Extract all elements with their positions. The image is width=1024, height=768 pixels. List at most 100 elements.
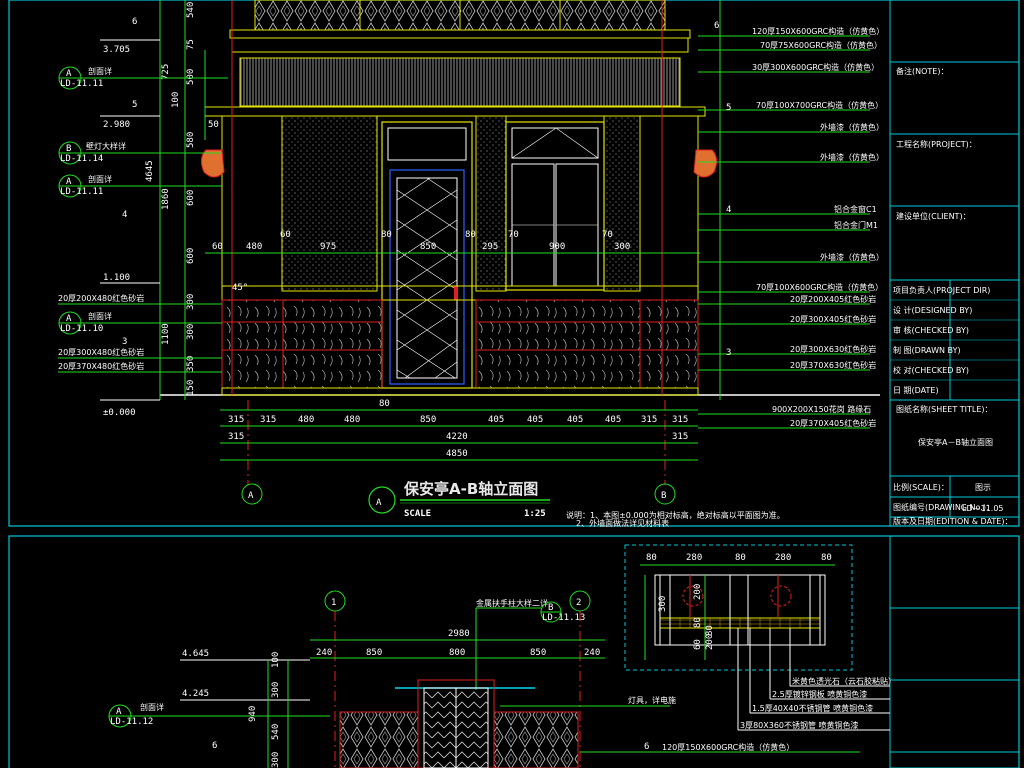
level-num-right: 6 bbox=[644, 742, 649, 752]
upper-labels-right: 120厚150X600GRC构造（仿黄色） 70厚75X600GRC构造（仿黄色… bbox=[698, 0, 884, 429]
note-line-1: 说明：1、本图±0.000为相对标高，绝对标高以平面图为准。 bbox=[566, 510, 785, 520]
vdim: 350 bbox=[186, 356, 196, 372]
level-num: 5 bbox=[132, 100, 137, 110]
wall-panel-mid bbox=[475, 115, 507, 292]
callout-sym: A bbox=[66, 69, 72, 79]
vdim: 150 bbox=[186, 380, 196, 396]
level-value: 4.645 bbox=[182, 649, 209, 659]
door-frame bbox=[381, 121, 473, 389]
label-right: 铝合金门M1 bbox=[834, 220, 878, 230]
level-value: 1.100 bbox=[103, 273, 130, 283]
label-right: 30厚300X600GRC构造（仿黄色） bbox=[752, 62, 879, 72]
vdim: 75 bbox=[186, 39, 196, 50]
level-num: 3 bbox=[122, 337, 127, 347]
label-right: 20厚370X630红色砂岩 bbox=[790, 360, 876, 370]
upper-callouts-left: A LD-11.11 剖面详 B LD-11.14 壁灯大样详 A LD-11.… bbox=[58, 66, 228, 373]
label-right: 70厚75X600GRC构造（仿黄色） bbox=[760, 40, 882, 50]
level-num: 6 bbox=[212, 741, 217, 751]
detail-label: 3厚80X360不锈钢管 喷黄铜色漆 bbox=[740, 720, 859, 730]
hdim: 900 bbox=[549, 242, 565, 252]
client-label: 建设单位(CLIENT)： bbox=[896, 211, 971, 221]
scale-label: 比例(SCALE)： bbox=[893, 482, 949, 492]
upper-levels-left: 3.705 2.980 1.100 ±0.000 6 5 4 3 bbox=[100, 17, 160, 418]
upper-horizontal-dims-bottom: 80 315 315 480 480 850 405 405 405 405 3… bbox=[220, 399, 698, 461]
vdim: 940 bbox=[248, 706, 258, 722]
grid-bubble-1: 1 bbox=[331, 598, 336, 608]
railing-right bbox=[493, 711, 579, 768]
vdim: 50 bbox=[208, 120, 219, 130]
fascia-grc bbox=[239, 57, 681, 107]
window-c1 bbox=[505, 121, 605, 291]
hdim: 315 bbox=[228, 432, 244, 442]
hdim: 70 bbox=[508, 230, 519, 240]
vdim: 300 bbox=[271, 752, 281, 768]
hdim: 80 bbox=[379, 399, 390, 409]
detail-vdim: 300 bbox=[658, 596, 668, 612]
detail-vdim: 200 bbox=[693, 584, 703, 600]
hdim: 315 bbox=[672, 415, 688, 425]
sheet-title: 保安亭A－B轴立面图 bbox=[918, 437, 993, 447]
detail-dim: 280 bbox=[775, 553, 791, 563]
wall-panel-left bbox=[281, 115, 378, 292]
hdim: 405 bbox=[605, 415, 621, 425]
callout-text: 剖面详 bbox=[88, 311, 112, 321]
hdim: 80 bbox=[381, 230, 392, 240]
vdim: 300 bbox=[186, 324, 196, 340]
wall-lamp-right bbox=[693, 149, 718, 178]
hdim: 850 bbox=[530, 648, 546, 658]
grid-bubble-2: 2 bbox=[576, 598, 581, 608]
angle-mark: 45° bbox=[232, 283, 248, 293]
vdim: 100 bbox=[271, 652, 281, 668]
label-right: 120厚150X600GRC构造（仿黄色） bbox=[752, 26, 884, 36]
upper-title-area: A B A 保安亭A-B轴立面图 SCALE 1:25 说明：1、本图±0.00… bbox=[241, 480, 785, 528]
hdim: 405 bbox=[527, 415, 543, 425]
level-num-right: 5 bbox=[726, 103, 731, 113]
label-right: 20厚300X405红色砂岩 bbox=[790, 314, 876, 324]
vdim: 540 bbox=[271, 724, 281, 740]
vdim: 725 bbox=[161, 64, 171, 80]
vdim: 500 bbox=[186, 69, 196, 85]
wall-panel-right bbox=[603, 115, 641, 292]
grid-bubble-a: A bbox=[248, 491, 254, 501]
sign-row-1: 项目负责人(PROJECT DIR) bbox=[893, 285, 990, 295]
upper-horizontal-dims-mid: 60 480 60 975 80 850 80 295 70 900 70 30… bbox=[205, 230, 700, 293]
vdim: 600 bbox=[186, 248, 196, 264]
drawing-no-label: 图纸编号(DRAWING No.)： bbox=[893, 502, 994, 512]
notes-label: 备注(NOTE)： bbox=[896, 66, 948, 76]
callout-top-sym: B bbox=[548, 603, 553, 613]
callout-top-text: 金属扶手柱大样二详 bbox=[476, 598, 548, 608]
callout-ref: LD-11.11 bbox=[60, 79, 103, 89]
callout-left-ref: LD-11.12 bbox=[110, 717, 153, 727]
detail-vdim: 80 bbox=[693, 617, 703, 628]
level-value: 2.980 bbox=[103, 120, 130, 130]
door-leaf-m1 bbox=[389, 169, 465, 385]
detail-dim: 80 bbox=[735, 553, 746, 563]
vdim: 540 bbox=[186, 2, 196, 18]
label-right: 外墙漆（仿黄色） bbox=[820, 252, 884, 262]
label-left: 20厚370X480红色砂岩 bbox=[58, 361, 144, 371]
hdim: 60 bbox=[280, 230, 291, 240]
callout-sym: A bbox=[66, 177, 72, 187]
detail-dim: 80 bbox=[646, 553, 657, 563]
vdim: 100 bbox=[171, 92, 181, 108]
drawing-title: 保安亭A-B轴立面图 bbox=[403, 480, 538, 498]
column-left bbox=[221, 115, 283, 287]
vdim: 1100 bbox=[161, 323, 171, 345]
sign-row-2: 设 计(DESIGNED BY) bbox=[893, 305, 972, 315]
hdim: 70 bbox=[602, 230, 613, 240]
hdim: 315 bbox=[260, 415, 276, 425]
label-right: 20厚200X405红色砂岩 bbox=[790, 294, 876, 304]
level-num: 4 bbox=[122, 210, 127, 220]
column-right bbox=[639, 115, 699, 287]
scale-value: 1:25 bbox=[524, 509, 546, 519]
callout-text: 壁灯大样详 bbox=[86, 141, 126, 151]
hdim: 480 bbox=[298, 415, 314, 425]
level-zero: ±0.000 bbox=[103, 408, 136, 418]
callout-top-ref: LD-11.13 bbox=[542, 613, 585, 623]
translucent-stone bbox=[659, 617, 821, 629]
sandstone-base-right bbox=[475, 299, 699, 389]
hdim: 975 bbox=[320, 242, 336, 252]
title-block-lower bbox=[889, 535, 1020, 768]
sign-row-4: 制 图(DRAWN BY) bbox=[893, 345, 961, 355]
